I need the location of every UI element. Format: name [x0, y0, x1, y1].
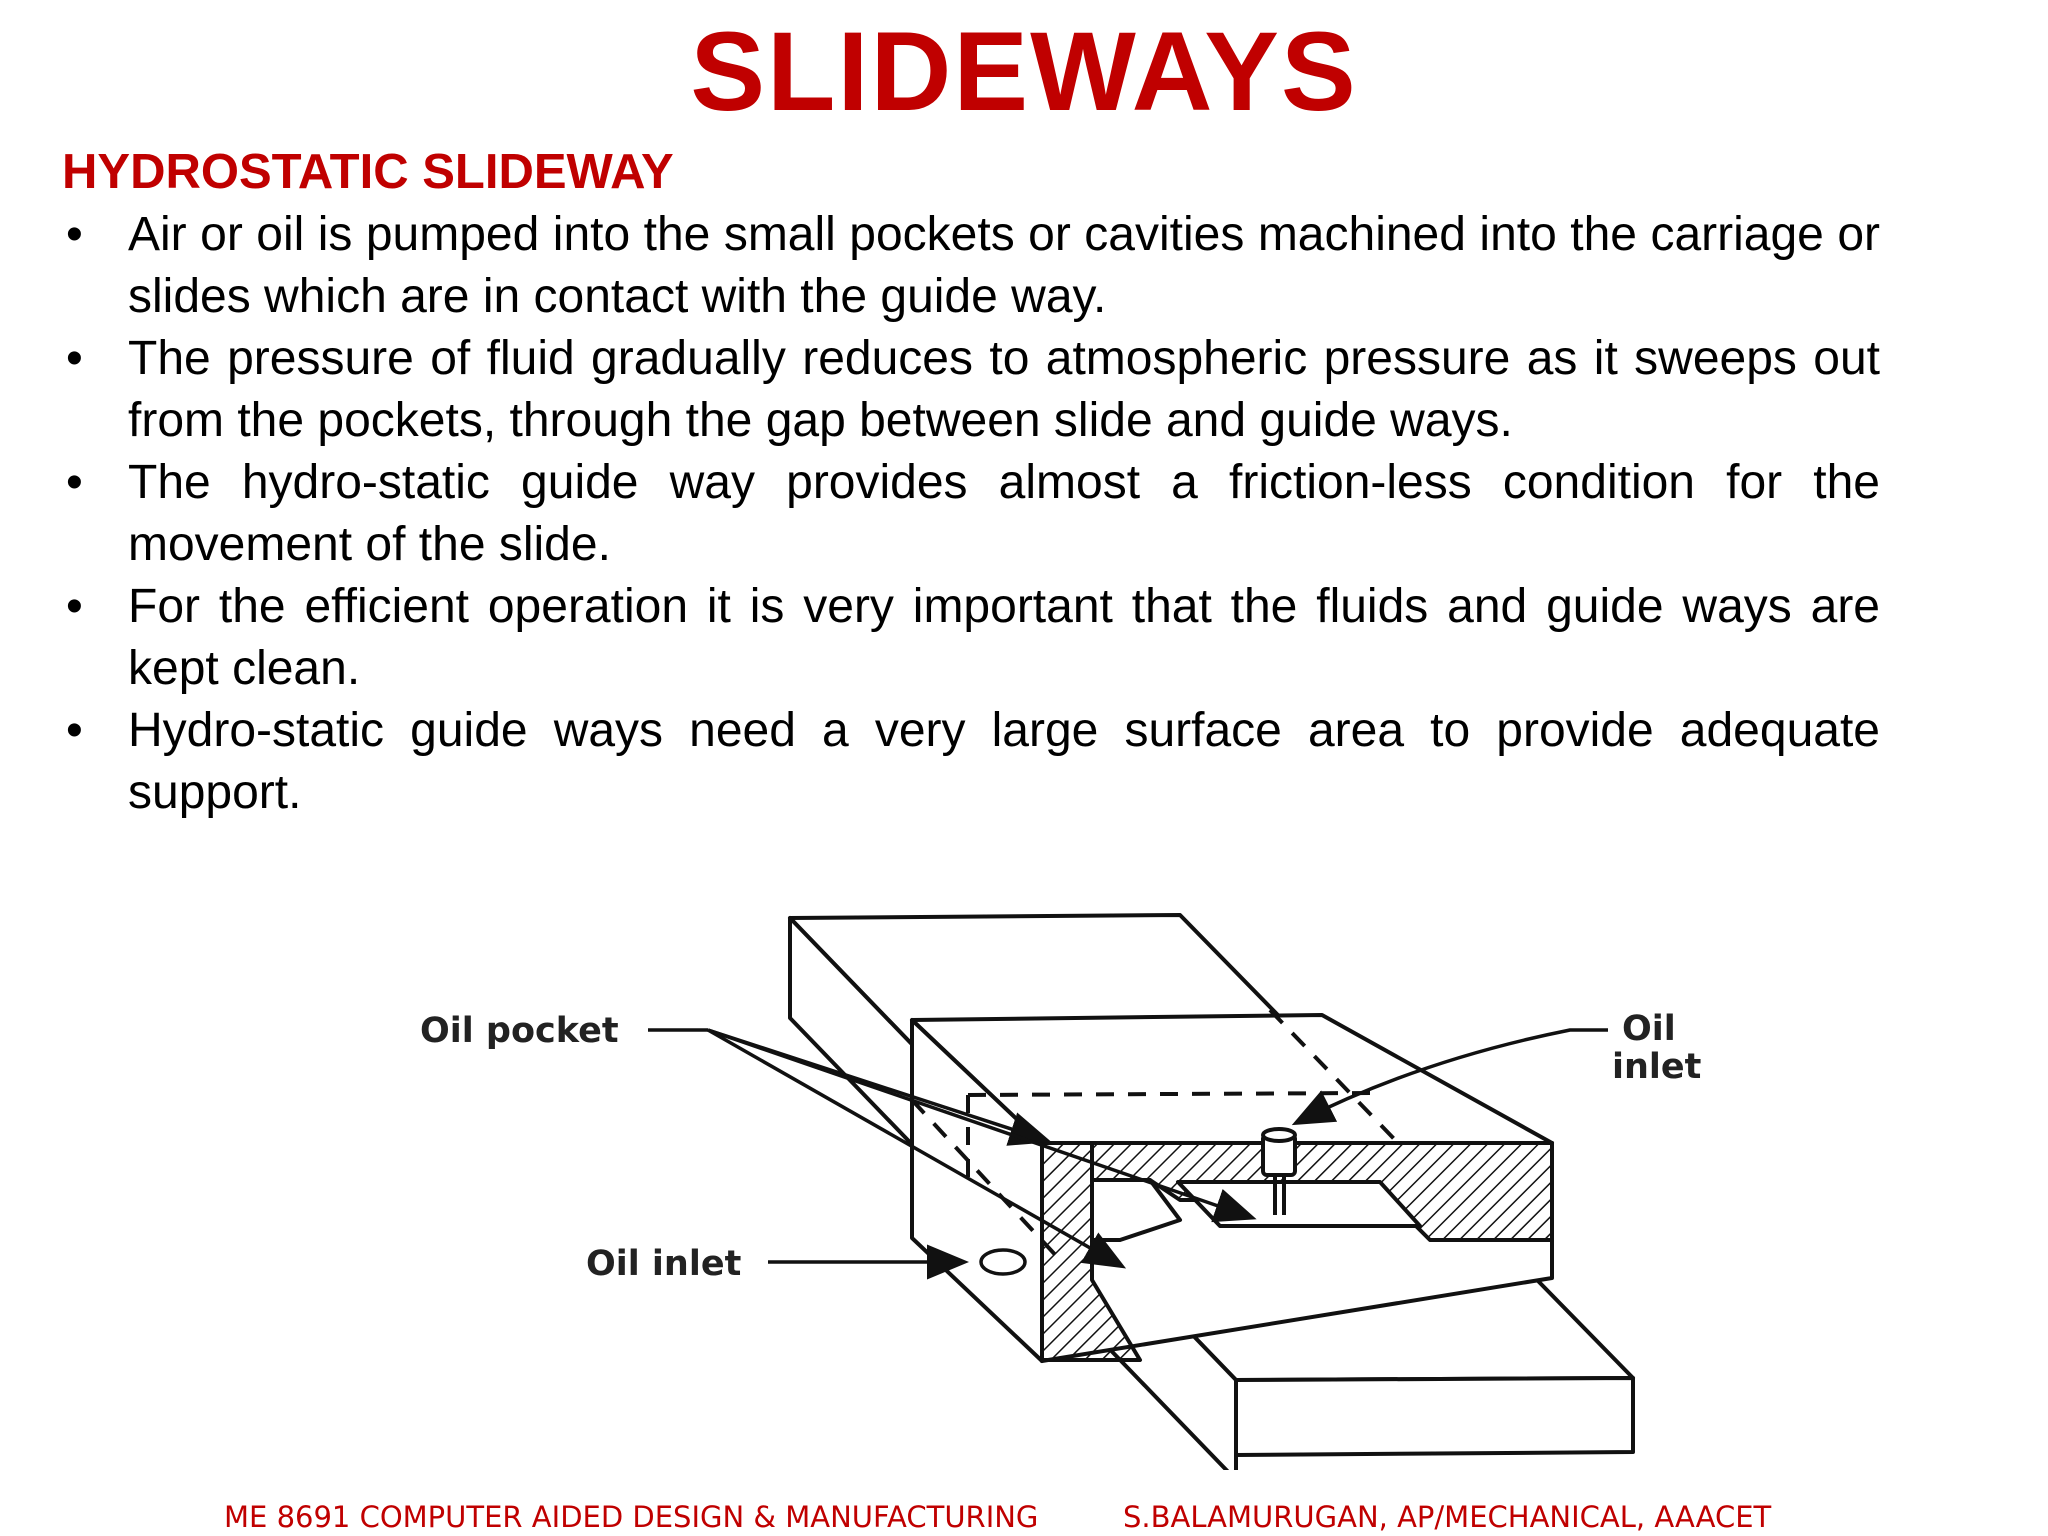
- bullet-item-4: • For the efficient operation it is very…: [62, 576, 1880, 700]
- label-oil-inlet-left: Oil inlet: [586, 1244, 741, 1284]
- bullet-dot-icon: •: [66, 580, 83, 633]
- leader-lines: [648, 1028, 1608, 1280]
- label-oil-pocket: Oil pocket: [420, 1011, 619, 1051]
- section-heading: HYDROSTATIC SLIDEWAY: [62, 145, 674, 199]
- slide-footer: ME 8691 COMPUTER AIDED DESIGN & MANUFACT…: [0, 1498, 2048, 1536]
- bullet-text: The pressure of fluid gradually reduces …: [128, 332, 1880, 447]
- bullet-item-1: • Air or oil is pumped into the small po…: [62, 204, 1880, 328]
- bullet-dot-icon: •: [66, 456, 83, 509]
- bullet-dot-icon: •: [66, 332, 83, 385]
- carriage: [910, 1013, 1554, 1363]
- label-oil-inlet-right-line2: inlet: [1612, 1047, 1701, 1087]
- oil-inlet-fitting: [1261, 1127, 1297, 1215]
- bullet-text: Hydro-static guide ways need a very larg…: [128, 704, 1880, 819]
- bullet-text: For the efficient operation it is very i…: [128, 580, 1880, 695]
- slide-title: SLIDEWAYS: [690, 9, 1358, 134]
- hydrostatic-slideway-diagram: Oil pocket Oil inlet Oil inlet: [420, 913, 1701, 1470]
- bullet-item-3: • The hydro-static guide way provides al…: [62, 452, 1880, 576]
- footer-author: S.BALAMURUGAN, AP/MECHANICAL, AAACET: [1123, 1500, 1772, 1534]
- bullet-item-2: • The pressure of fluid gradually reduce…: [62, 328, 1880, 452]
- bullet-list: • Air or oil is pumped into the small po…: [62, 204, 1880, 824]
- bullet-text: Air or oil is pumped into the small pock…: [128, 208, 1880, 323]
- bullet-item-5: • Hydro-static guide ways need a very la…: [62, 700, 1880, 824]
- label-oil-inlet-right-line1: Oil: [1622, 1009, 1676, 1049]
- bullet-dot-icon: •: [66, 208, 83, 261]
- footer-course: ME 8691 COMPUTER AIDED DESIGN & MANUFACT…: [224, 1500, 1039, 1534]
- bullet-text: The hydro-static guide way provides almo…: [128, 456, 1880, 571]
- bullet-dot-icon: •: [66, 704, 83, 757]
